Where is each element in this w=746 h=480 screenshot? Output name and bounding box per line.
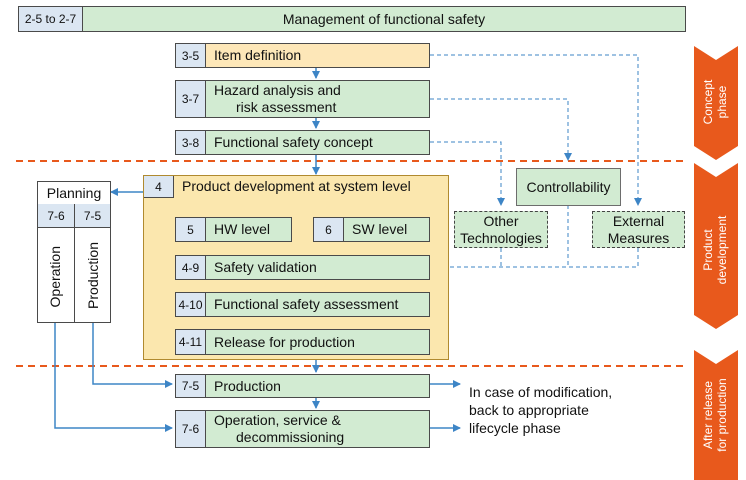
sw-level-box: 6 SW level bbox=[313, 217, 430, 242]
controllability-box: Controllability bbox=[516, 168, 621, 206]
link-fsc-to-other bbox=[430, 141, 505, 206]
fsc-label: Functional safety concept bbox=[214, 134, 373, 150]
hw-level-box: 5 HW level bbox=[175, 217, 292, 242]
after-release-label: After release for production bbox=[701, 378, 729, 452]
hazard-analysis-number: 3-7 bbox=[176, 81, 206, 117]
other-technologies-box: Other Technologies bbox=[454, 211, 548, 248]
product-development-chevron bbox=[694, 163, 738, 329]
modification-note: In case of modification, back to appropr… bbox=[469, 384, 613, 436]
production-number: 7-5 bbox=[176, 375, 206, 397]
arrow-planning-production bbox=[92, 322, 173, 388]
safety-validation-number: 4-9 bbox=[176, 256, 206, 279]
assessment-number: 4-10 bbox=[176, 293, 206, 316]
management-header: 2-5 to 2-7 Management of functional safe… bbox=[18, 6, 686, 32]
link-hazard-to-controllability bbox=[430, 98, 572, 161]
planning-operation-label: Operation bbox=[47, 246, 63, 308]
hazard-analysis-box: 3-7 Hazard analysis and risk assessment bbox=[175, 80, 430, 118]
functional-safety-assessment-box: 4-10 Functional safety assessment bbox=[175, 292, 430, 317]
sw-level-number: 6 bbox=[314, 218, 344, 241]
header-range-number: 2-5 to 2-7 bbox=[19, 7, 83, 31]
external-measures-box: External Measures bbox=[592, 211, 685, 248]
safety-validation-box: 4-9 Safety validation bbox=[175, 255, 430, 280]
planning-operation-number: 7-6 bbox=[38, 204, 75, 228]
fsc-number: 3-8 bbox=[176, 131, 206, 154]
production-box: 7-5 Production bbox=[175, 374, 430, 398]
item-definition-number: 3-5 bbox=[176, 44, 206, 67]
link-external-to-validation bbox=[431, 248, 639, 271]
concept-phase-label: Concept phase bbox=[701, 79, 729, 125]
header-title: Management of functional safety bbox=[282, 10, 486, 27]
planning-production-label: Production bbox=[85, 242, 101, 309]
production-label: Production bbox=[214, 377, 281, 394]
release-for-production-box: 4-11 Release for production bbox=[175, 329, 430, 355]
planning-title: Planning bbox=[38, 182, 110, 205]
product-development-label: Product development bbox=[701, 215, 729, 285]
release-number: 4-11 bbox=[176, 330, 206, 354]
link-item-to-external bbox=[430, 54, 642, 206]
planning-block: Planning 7-6 7-5 Operation Production bbox=[37, 181, 111, 323]
system-level-number: 4 bbox=[144, 176, 174, 198]
assessment-label: Functional safety assessment bbox=[214, 296, 399, 312]
system-level-title: Product development at system level bbox=[182, 178, 411, 194]
hazard-analysis-label: Hazard analysis and risk assessment bbox=[214, 82, 341, 115]
arrow-planning-operation bbox=[54, 322, 173, 432]
planning-column-divider bbox=[74, 228, 75, 322]
item-definition-box: 3-5 Item definition bbox=[175, 43, 430, 68]
release-label: Release for production bbox=[214, 333, 355, 350]
safety-validation-label: Safety validation bbox=[214, 259, 317, 275]
hw-level-number: 5 bbox=[176, 218, 206, 241]
operation-service-number: 7-6 bbox=[176, 411, 206, 447]
concept-phase-chevron bbox=[694, 46, 738, 160]
planning-production-number: 7-5 bbox=[75, 204, 110, 228]
operation-service-box: 7-6 Operation, service & decommissioning bbox=[175, 410, 430, 448]
operation-service-label: Operation, service & decommissioning bbox=[214, 412, 345, 445]
sw-level-label: SW level bbox=[352, 221, 408, 237]
functional-safety-concept-box: 3-8 Functional safety concept bbox=[175, 130, 430, 155]
after-release-chevron bbox=[694, 350, 738, 480]
item-definition-label: Item definition bbox=[214, 47, 302, 63]
hw-level-label: HW level bbox=[214, 221, 271, 237]
